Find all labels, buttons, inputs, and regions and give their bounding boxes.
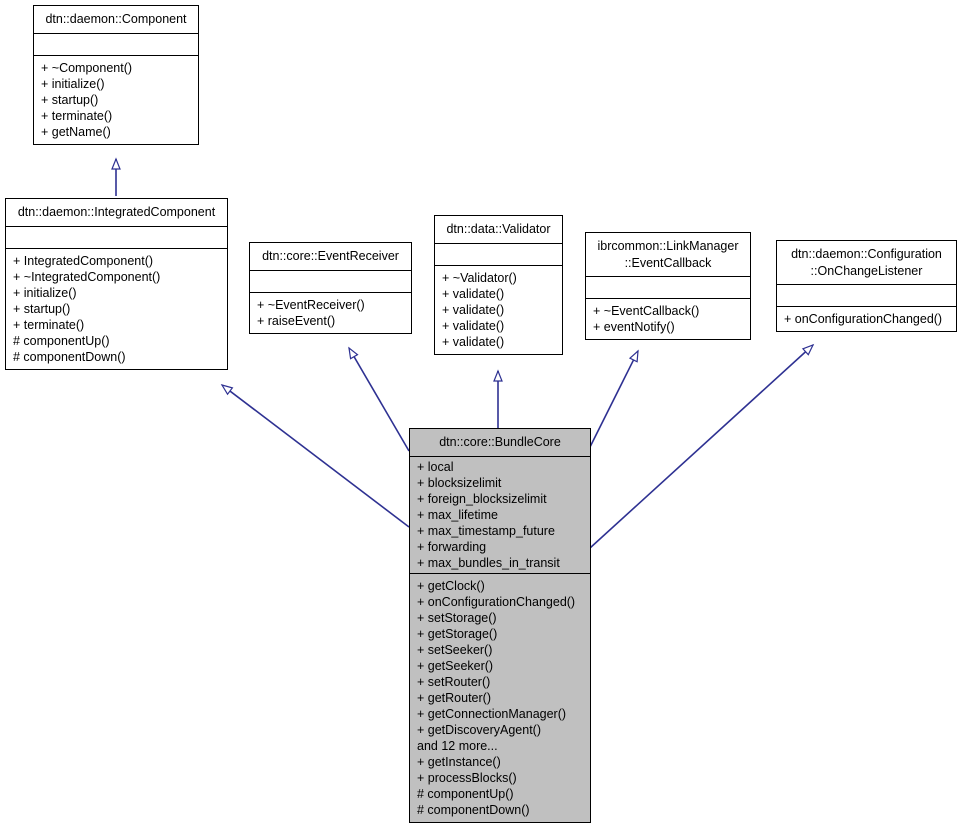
class-operations-on-change-listener: + onConfigurationChanged() [777,307,956,331]
member-item: + validate() [442,286,505,301]
member-item: + ~EventReceiver() [257,297,365,312]
member-item: + onConfigurationChanged() [784,312,943,326]
member-item: + local [417,459,454,474]
member-item: + ~EventCallback() [593,304,700,318]
member-item: + validate() [442,318,505,333]
member-item: # componentDown() [417,802,530,817]
class-box-bundle-core[interactable]: dtn::core::BundleCore + local + blocksiz… [409,428,591,823]
member-item: + getInstance() [417,754,501,769]
member-item: # componentUp() [417,786,514,801]
member-item: + max_bundles_in_transit [417,555,560,570]
class-title-event-receiver: dtn::core::EventReceiver [250,243,411,271]
member-item: + ~IntegratedComponent() [13,269,161,284]
class-box-event-receiver[interactable]: dtn::core::EventReceiver + ~EventReceive… [249,242,412,334]
member-item: + validate() [442,334,505,349]
member-item: + max_timestamp_future [417,523,555,538]
member-item: + IntegratedComponent() [13,253,154,268]
member-item: + getSeeker() [417,658,494,673]
member-item: + getDiscoveryAgent() [417,722,542,737]
member-item: + getStorage() [417,626,498,641]
class-box-component[interactable]: dtn::daemon::Component + ~Component() + … [33,5,199,145]
member-item: + terminate() [13,317,85,332]
class-attributes-event-receiver [250,271,411,293]
member-item: + startup() [13,301,71,316]
class-operations-validator: + ~Validator() + validate() + validate()… [435,266,562,354]
class-attributes-event-callback [586,277,750,299]
member-item: + setStorage() [417,610,497,625]
member-item: + initialize() [13,285,77,300]
class-title-event-callback: ibrcommon::LinkManager ::EventCallback [586,233,750,277]
member-item: + foreign_blocksizelimit [417,491,547,506]
class-title-validator: dtn::data::Validator [435,216,562,244]
class-title-component: dtn::daemon::Component [34,6,198,34]
member-item: + ~Component() [41,60,133,75]
member-item: + processBlocks() [417,770,517,785]
class-operations-bundle-core: + getClock() + onConfigurationChanged() … [410,574,590,822]
class-box-integrated-component[interactable]: dtn::daemon::IntegratedComponent + Integ… [5,198,228,370]
class-attributes-on-change-listener [777,285,956,307]
class-title-on-change-listener: dtn::daemon::Configuration ::OnChangeLis… [777,241,956,285]
member-item: + getConnectionManager() [417,706,567,721]
edge-bundle-core-to-event-callback [589,349,639,448]
class-operations-event-callback: + ~EventCallback() + eventNotify() [586,299,750,339]
class-title-bundle-core: dtn::core::BundleCore [410,429,590,457]
class-operations-integrated-component: + IntegratedComponent() + ~IntegratedCom… [6,249,227,369]
class-box-validator[interactable]: dtn::data::Validator + ~Validator() + va… [434,215,563,355]
member-item: + setSeeker() [417,642,493,657]
member-item: + getClock() [417,578,485,593]
member-item-more: and 12 more... [417,738,498,753]
member-item: + forwarding [417,539,487,554]
class-attributes-component [34,34,198,56]
member-item: + validate() [442,302,505,317]
member-item: + max_lifetime [417,507,498,522]
class-title-integrated-component: dtn::daemon::IntegratedComponent [6,199,227,227]
member-item: + startup() [41,92,99,107]
member-item: + getRouter() [417,690,491,705]
class-box-event-callback[interactable]: ibrcommon::LinkManager ::EventCallback +… [585,232,751,340]
member-item: + getName() [41,124,111,139]
member-item: + initialize() [41,76,105,91]
class-operations-event-receiver: + ~EventReceiver() + raiseEvent() [250,293,411,333]
member-item: + terminate() [41,108,113,123]
member-item: # componentUp() [13,333,110,348]
member-item: + blocksizelimit [417,475,502,490]
class-attributes-validator [435,244,562,266]
edge-bundle-core-to-on-change-listener [589,343,815,549]
edge-bundle-core-to-event-receiver [348,346,410,452]
class-operations-component: + ~Component() + initialize() + startup(… [34,56,198,144]
edge-bundle-core-to-integrated-component [220,384,410,528]
member-item: + eventNotify() [593,320,675,334]
class-attributes-integrated-component [6,227,227,249]
member-item: # componentDown() [13,349,126,364]
member-item: + raiseEvent() [257,313,336,328]
member-item: + setRouter() [417,674,491,689]
class-attributes-bundle-core: + local + blocksizelimit + foreign_block… [410,457,590,574]
member-item: + onConfigurationChanged() [417,594,576,609]
class-box-on-change-listener[interactable]: dtn::daemon::Configuration ::OnChangeLis… [776,240,957,332]
member-item: + ~Validator() [442,270,517,285]
